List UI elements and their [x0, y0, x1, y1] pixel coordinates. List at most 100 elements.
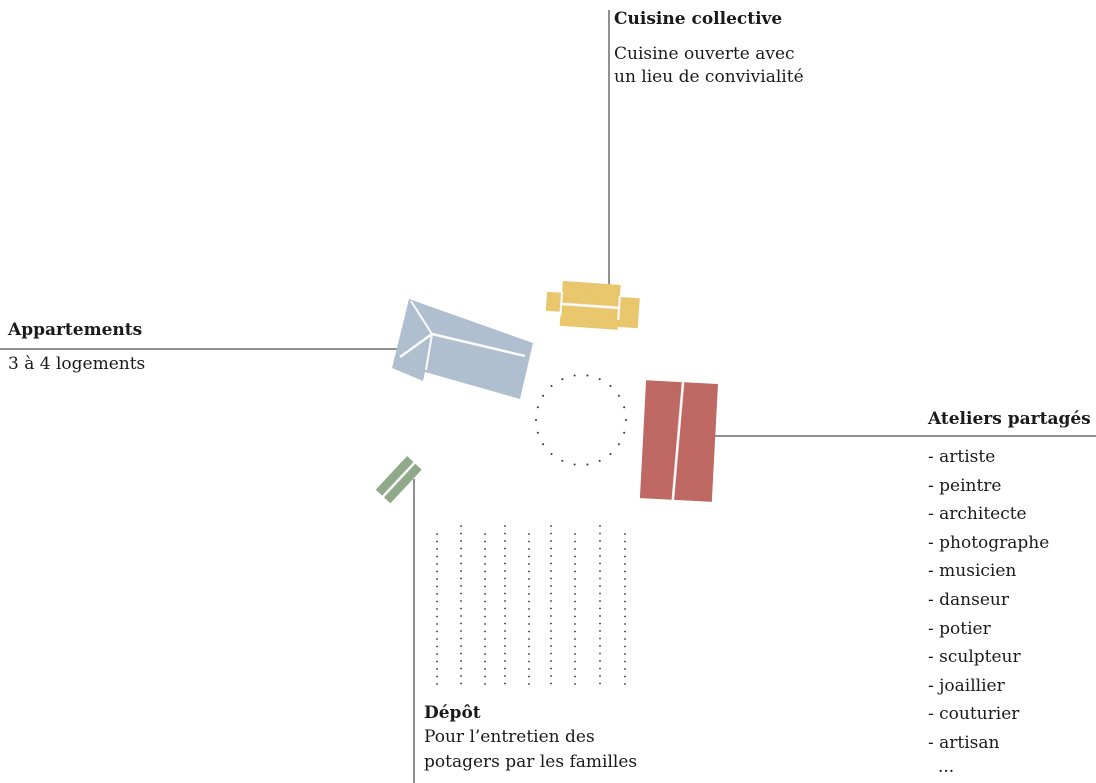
- potager-dot: [460, 562, 462, 565]
- appartements-label: Appartements 3 à 4 logements: [8, 319, 145, 376]
- potager-dot: [624, 675, 626, 678]
- potager-dot: [528, 563, 530, 565]
- circle-dot: [598, 378, 601, 381]
- potager-dot: [599, 682, 601, 685]
- circle-dot: [609, 453, 612, 455]
- potager-dot: [550, 555, 552, 557]
- potager-dot: [504, 660, 506, 662]
- potager-dot: [599, 660, 601, 662]
- potager-dot: [528, 683, 530, 685]
- circle-dot: [561, 459, 564, 462]
- potager-dot: [528, 540, 530, 543]
- potager-dot: [574, 675, 576, 678]
- potager-dot: [504, 592, 506, 595]
- potager-dot: [550, 525, 552, 527]
- potager-dot: [436, 578, 438, 580]
- potager-dot: [528, 608, 530, 610]
- potager-dot: [574, 533, 576, 535]
- potager-dot: [624, 630, 626, 633]
- potager-dot: [436, 668, 438, 670]
- potager-dot: [528, 593, 530, 595]
- potager-dot: [436, 660, 438, 663]
- potager-dot: [504, 570, 506, 572]
- potager-dot: [460, 622, 462, 625]
- potager-dot: [460, 645, 462, 647]
- potager-dot: [624, 593, 626, 595]
- potager-dot: [484, 630, 486, 633]
- potager-dot: [504, 607, 506, 610]
- potager-dot: [436, 615, 438, 618]
- potager-dot: [624, 660, 626, 663]
- circle-dot: [573, 463, 576, 466]
- potager-dot: [599, 547, 601, 550]
- depot-description-line-1: Pour l’entretien des: [424, 727, 595, 747]
- potager-dot: [504, 540, 506, 542]
- potager-dot: [504, 600, 506, 602]
- potager-dot: [550, 547, 552, 550]
- potager-dot: [574, 563, 576, 565]
- potager-dot: [484, 585, 486, 588]
- potager-dot: [574, 600, 576, 603]
- potager-dot: [550, 585, 552, 587]
- potager-dot: [528, 548, 530, 550]
- depot-building: [375, 456, 422, 504]
- potager-dot: [528, 533, 530, 535]
- potager-dot: [436, 570, 438, 573]
- potager-dot: [624, 645, 626, 648]
- potager-dot: [484, 563, 486, 565]
- potager-dot: [460, 592, 462, 595]
- potager-dot: [484, 570, 486, 573]
- potager-dot: [574, 615, 576, 618]
- potager-dot: [436, 548, 438, 550]
- potager-dot: [484, 623, 486, 625]
- ateliers-item: - couturier: [928, 704, 1020, 725]
- potager-dot: [550, 667, 552, 670]
- potager-dot: [460, 547, 462, 550]
- potager-dot: [550, 675, 552, 677]
- circle-dot: [535, 419, 537, 421]
- potager-dot: [550, 577, 552, 580]
- potager-dot: [528, 653, 530, 655]
- potager-dot: [624, 668, 626, 670]
- potager-dot: [484, 645, 486, 648]
- potager-dot: [484, 540, 486, 543]
- potager-dot: [574, 668, 576, 670]
- potager-dot: [599, 630, 601, 632]
- potagers-dotted-rows: [436, 525, 626, 685]
- potager-dot: [599, 645, 601, 647]
- potager-dot: [436, 638, 438, 640]
- potager-dot: [624, 555, 626, 558]
- potager-dot: [624, 570, 626, 573]
- potager-dot: [484, 548, 486, 550]
- circle-dot: [561, 378, 564, 381]
- potager-dot: [484, 578, 486, 580]
- circle-dot: [598, 459, 601, 462]
- potager-dot: [624, 548, 626, 550]
- ateliers-item: - danseur: [928, 589, 1009, 610]
- ateliers-item: - peintre: [928, 475, 1002, 496]
- potager-dot: [574, 578, 576, 580]
- potager-dot: [460, 525, 462, 527]
- circle-dot: [550, 453, 553, 455]
- potager-dot: [460, 600, 462, 602]
- potager-dot: [550, 607, 552, 610]
- ateliers-title: Ateliers partagés: [928, 409, 1091, 429]
- potager-dot: [436, 533, 438, 535]
- potager-dot: [460, 532, 462, 535]
- potager-dot: [624, 608, 626, 610]
- potager-dot: [484, 683, 486, 685]
- potager-dot: [574, 630, 576, 633]
- potager-dot: [460, 570, 462, 572]
- potager-dot: [484, 533, 486, 535]
- potager-dot: [436, 683, 438, 685]
- potager-dot: [574, 653, 576, 655]
- potager-dot: [460, 615, 462, 617]
- potager-dot: [504, 637, 506, 640]
- potager-dot: [484, 555, 486, 558]
- potager-dot: [574, 608, 576, 610]
- potager-dot: [436, 623, 438, 625]
- ateliers-building: [639, 380, 718, 502]
- potager-dot: [574, 683, 576, 685]
- potager-dot: [484, 615, 486, 618]
